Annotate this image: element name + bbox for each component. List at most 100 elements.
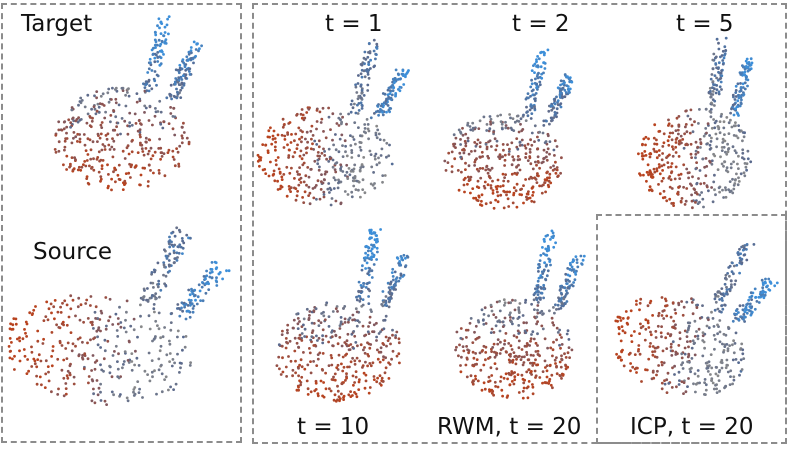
cloud-point — [706, 370, 710, 373]
cloud-point — [645, 179, 648, 183]
cloud-point — [175, 147, 178, 151]
cloud-point — [394, 280, 398, 284]
cloud-point — [384, 356, 387, 360]
cloud-point — [539, 296, 542, 300]
cloud-point — [499, 120, 503, 123]
cloud-point — [721, 59, 725, 62]
cloud-point — [120, 117, 124, 120]
cloud-point — [639, 297, 643, 301]
cloud-point — [187, 52, 191, 56]
cloud-point — [179, 96, 183, 99]
cloud-point — [496, 114, 500, 118]
cloud-point — [114, 344, 118, 348]
cloud-point — [176, 80, 180, 84]
cloud-point — [743, 73, 747, 77]
cloud-point — [508, 147, 511, 151]
cloud-point — [518, 193, 522, 196]
cloud-point — [346, 332, 350, 336]
cloud-point — [530, 82, 534, 86]
cloud-point — [330, 356, 334, 360]
cloud-point — [372, 330, 376, 334]
cloud-point — [57, 326, 61, 329]
cloud-point — [306, 140, 309, 144]
cloud-point — [382, 355, 385, 359]
cloud-point — [156, 285, 160, 289]
cloud-t5 — [637, 36, 754, 210]
cloud-point — [529, 361, 532, 365]
cloud-point — [544, 247, 548, 251]
cloud-point — [677, 115, 681, 118]
cloud-point — [65, 137, 69, 140]
cloud-point — [704, 107, 708, 111]
cloud-point — [698, 108, 701, 111]
cloud-point — [543, 261, 546, 265]
cloud-point — [145, 140, 148, 144]
cloud-point — [678, 139, 682, 143]
cloud-point — [78, 318, 82, 322]
cloud-point — [120, 86, 124, 90]
cloud-point — [524, 152, 528, 155]
cloud-point — [493, 362, 497, 365]
cloud-point — [638, 308, 641, 312]
cloud-point — [321, 106, 325, 110]
cloud-point — [524, 146, 528, 150]
cloud-point — [459, 336, 463, 340]
cloud-point — [289, 186, 293, 190]
cloud-point — [397, 279, 401, 283]
cloud-point — [177, 251, 181, 255]
cloud-point — [406, 255, 410, 259]
cloud-point — [168, 269, 172, 273]
cloud-point — [27, 369, 30, 373]
cloud-point — [536, 308, 539, 312]
cloud-point — [538, 376, 542, 379]
cloud-point — [321, 368, 324, 372]
cloud-point — [714, 62, 718, 65]
cloud-point — [508, 190, 511, 194]
cloud-point — [555, 326, 559, 330]
cloud-point — [361, 298, 365, 301]
cloud-point — [723, 345, 727, 348]
cloud-point — [560, 358, 564, 362]
cloud-point — [516, 373, 520, 376]
cloud-point — [552, 234, 555, 238]
cloud-point — [499, 113, 502, 117]
cloud-point — [515, 165, 518, 169]
cloud-point — [197, 49, 200, 53]
cloud-point — [44, 359, 48, 363]
cloud-point — [673, 327, 677, 330]
cloud-point — [76, 132, 80, 136]
cloud-point — [325, 157, 328, 161]
cloud-point — [490, 145, 493, 148]
cloud-point — [300, 157, 304, 161]
cloud-point — [572, 259, 575, 263]
cloud-point — [176, 335, 179, 339]
cloud-point — [173, 361, 177, 365]
cloud-point — [150, 87, 154, 91]
cloud-point — [329, 203, 333, 207]
cloud-point — [474, 196, 478, 200]
cloud-point — [390, 162, 394, 166]
cloud-point — [697, 327, 701, 331]
cloud-point — [538, 80, 542, 84]
cloud-point — [728, 190, 732, 194]
cloud-point — [520, 373, 524, 377]
cloud-point — [537, 290, 540, 294]
cloud-point — [641, 157, 645, 161]
cloud-point — [268, 135, 271, 139]
cloud-point — [394, 68, 398, 72]
cloud-point — [282, 146, 286, 149]
cloud-point — [335, 366, 339, 369]
cloud-point — [737, 154, 740, 158]
cloud-point — [169, 328, 173, 332]
cloud-point — [303, 116, 307, 120]
cloud-point — [735, 105, 739, 109]
cloud-point — [11, 323, 15, 327]
cloud-point — [300, 365, 304, 369]
cloud-point — [139, 303, 142, 307]
cloud-point — [580, 263, 584, 266]
cloud-point — [694, 156, 697, 160]
cloud-point — [305, 111, 309, 114]
cloud-point — [291, 368, 295, 372]
cloud-point — [546, 176, 549, 180]
cloud-rwm — [454, 229, 586, 400]
